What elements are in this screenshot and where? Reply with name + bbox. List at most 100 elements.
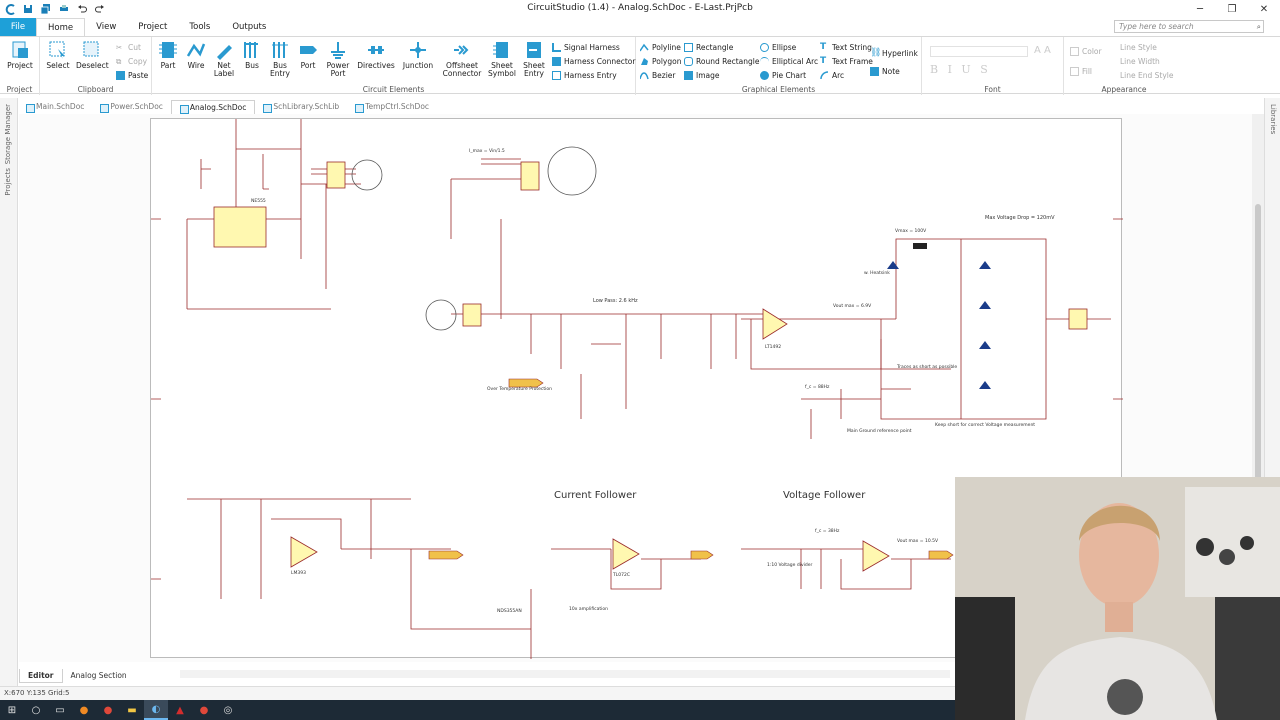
close-button[interactable]: ✕ — [1259, 3, 1269, 15]
search-taskbar-icon[interactable]: ○ — [31, 704, 41, 716]
doc-tab-main[interactable]: Main.SchDoc — [18, 100, 92, 114]
sheet-symbol-icon — [492, 40, 512, 60]
ne555-component[interactable] — [213, 206, 267, 248]
vertical-scrollbar-thumb[interactable] — [1255, 204, 1261, 534]
polyline-button[interactable]: Polyline — [639, 41, 681, 53]
cut-button[interactable]: ✂Cut — [116, 41, 141, 53]
elliptical-arc-button[interactable]: Elliptical Arc — [760, 55, 818, 67]
wire-button[interactable]: Wire — [180, 40, 212, 70]
ellipse-button[interactable]: Ellipse — [760, 41, 796, 53]
window-controls: ─ ❐ ✕ — [1184, 0, 1280, 18]
group-label-font: Font — [984, 85, 1001, 94]
chrome-second-icon[interactable]: ● — [199, 704, 209, 716]
color-button[interactable]: Color — [1070, 45, 1102, 57]
polygon-button[interactable]: Polygon — [640, 55, 681, 67]
signal-harness-button[interactable]: Signal Harness — [552, 41, 620, 53]
doc-tab-schlibrary[interactable]: SchLibrary.SchLib — [255, 100, 347, 114]
fill-label: Fill — [1082, 66, 1093, 76]
analog-section-tab[interactable]: Analog Section — [70, 671, 127, 680]
sheet-entry-label: Sheet Entry — [523, 61, 545, 78]
doc-tab-tempctrl[interactable]: TempCtrl.SchDoc — [347, 100, 437, 114]
storage-manager-panel-tab[interactable]: Storage Manager — [4, 104, 12, 165]
rectangle-button[interactable]: Rectangle — [684, 41, 733, 53]
ribbon: Project Project Select Deselect ✂Cut ⧉Co… — [0, 36, 1280, 95]
editor-bottom-tabs: Editor Analog Section — [19, 669, 135, 683]
tab-project[interactable]: Project — [138, 22, 168, 32]
restore-button[interactable]: ❐ — [1227, 3, 1237, 15]
firefox-icon[interactable]: ● — [79, 704, 89, 716]
harness-entry-button[interactable]: Harness Entry — [552, 69, 617, 81]
save-all-icon[interactable] — [40, 3, 52, 15]
minimize-button[interactable]: ─ — [1196, 3, 1204, 15]
power-port-button[interactable]: Power Port — [322, 40, 354, 78]
image-button[interactable]: Image — [684, 69, 720, 81]
copy-button[interactable]: ⧉Copy — [116, 55, 147, 67]
junction-button[interactable]: Junction — [400, 40, 436, 70]
line-style-button[interactable]: Line Style — [1120, 41, 1157, 53]
search-icon[interactable]: ⌕ — [1256, 22, 1261, 31]
hyperlink-button[interactable]: ⛓Hyperlink — [870, 47, 918, 59]
font-family-select[interactable] — [930, 46, 1028, 57]
tab-file[interactable]: File — [0, 18, 36, 36]
font-style-buttons[interactable]: B I U S — [930, 63, 991, 76]
line-width-button[interactable]: Line Width — [1120, 55, 1160, 67]
bus-button[interactable]: Bus — [236, 40, 268, 70]
select-button[interactable]: Select — [42, 40, 74, 70]
arc-button[interactable]: Arc — [820, 69, 844, 81]
libraries-panel-tab[interactable]: Libraries — [1269, 104, 1277, 135]
doc-tab-power[interactable]: Power.SchDoc — [92, 100, 171, 114]
file-explorer-icon[interactable]: ▬ — [127, 704, 137, 716]
search-input[interactable]: Type here to search ⌕ — [1114, 20, 1264, 33]
redo-icon[interactable] — [94, 3, 106, 15]
tab-tools[interactable]: Tools — [189, 22, 211, 32]
sheet-entry-button[interactable]: Sheet Entry — [518, 40, 550, 78]
deselect-button[interactable]: Deselect — [76, 40, 109, 70]
paste-button[interactable]: Paste — [116, 69, 148, 81]
font-size-icons[interactable]: A A — [1034, 45, 1051, 56]
port-button[interactable]: Port — [292, 40, 324, 70]
document-tabs: Main.SchDoc Power.SchDoc Analog.SchDoc S… — [18, 100, 437, 114]
part-button[interactable]: Part — [152, 40, 184, 70]
bezier-button[interactable]: Bezier — [639, 69, 676, 81]
pie-chart-button[interactable]: Pie Chart — [760, 69, 806, 81]
junction-label: Junction — [402, 61, 434, 70]
bezier-label: Bezier — [652, 70, 676, 80]
tab-outputs[interactable]: Outputs — [232, 22, 267, 32]
sheet-symbol-button[interactable]: Sheet Symbol — [486, 40, 518, 78]
save-icon[interactable] — [22, 3, 34, 15]
note-label: Note — [882, 66, 900, 76]
chrome-icon[interactable]: ● — [103, 704, 113, 716]
editor-tab[interactable]: Editor — [19, 669, 63, 683]
over-temp-note: Over Temperature Protection — [487, 387, 552, 392]
project-button[interactable]: Project — [4, 40, 36, 70]
obs-icon[interactable]: ◎ — [223, 704, 233, 716]
tab-home[interactable]: Home — [36, 18, 86, 36]
offsheet-connector-button[interactable]: Offsheet Connector — [442, 40, 482, 78]
bus-entry-button[interactable]: Bus Entry — [264, 40, 296, 78]
title-bar: CircuitStudio (1.4) - Analog.SchDoc - E-… — [0, 0, 1280, 18]
line-end-style-button[interactable]: Line End Style — [1120, 69, 1174, 81]
harness-connector-button[interactable]: Harness Connector — [552, 55, 635, 67]
horizontal-scrollbar[interactable] — [180, 670, 950, 678]
round-rectangle-button[interactable]: Round Rectangle — [684, 55, 759, 67]
cursor-coordinates: X:670 Y:135 — [4, 689, 46, 697]
task-view-icon[interactable]: ▭ — [55, 704, 65, 716]
note-button[interactable]: Note — [870, 65, 900, 77]
fill-button[interactable]: Fill — [1070, 65, 1092, 77]
pie-chart-label: Pie Chart — [772, 70, 807, 80]
harness-entry-label: Harness Entry — [564, 70, 617, 80]
doc-tab-analog[interactable]: Analog.SchDoc — [170, 100, 256, 114]
directives-button[interactable]: Directives — [356, 40, 396, 70]
projects-panel-tab[interactable]: Projects — [4, 168, 12, 196]
undo-icon[interactable] — [76, 3, 88, 15]
print-icon[interactable] — [58, 3, 70, 15]
app-logo-icon[interactable] — [4, 3, 16, 15]
tab-view[interactable]: View — [96, 22, 117, 32]
windows-start-icon[interactable]: ⊞ — [7, 704, 17, 716]
acrobat-icon[interactable]: ▲ — [176, 704, 184, 716]
circuitstudio-taskbar-icon[interactable]: ◐ — [144, 700, 168, 720]
ribbon-group-circuit: Part Wire Net Label Bus Bus Entry Port P… — [152, 37, 636, 95]
net-label-button[interactable]: Net Label — [208, 40, 240, 78]
